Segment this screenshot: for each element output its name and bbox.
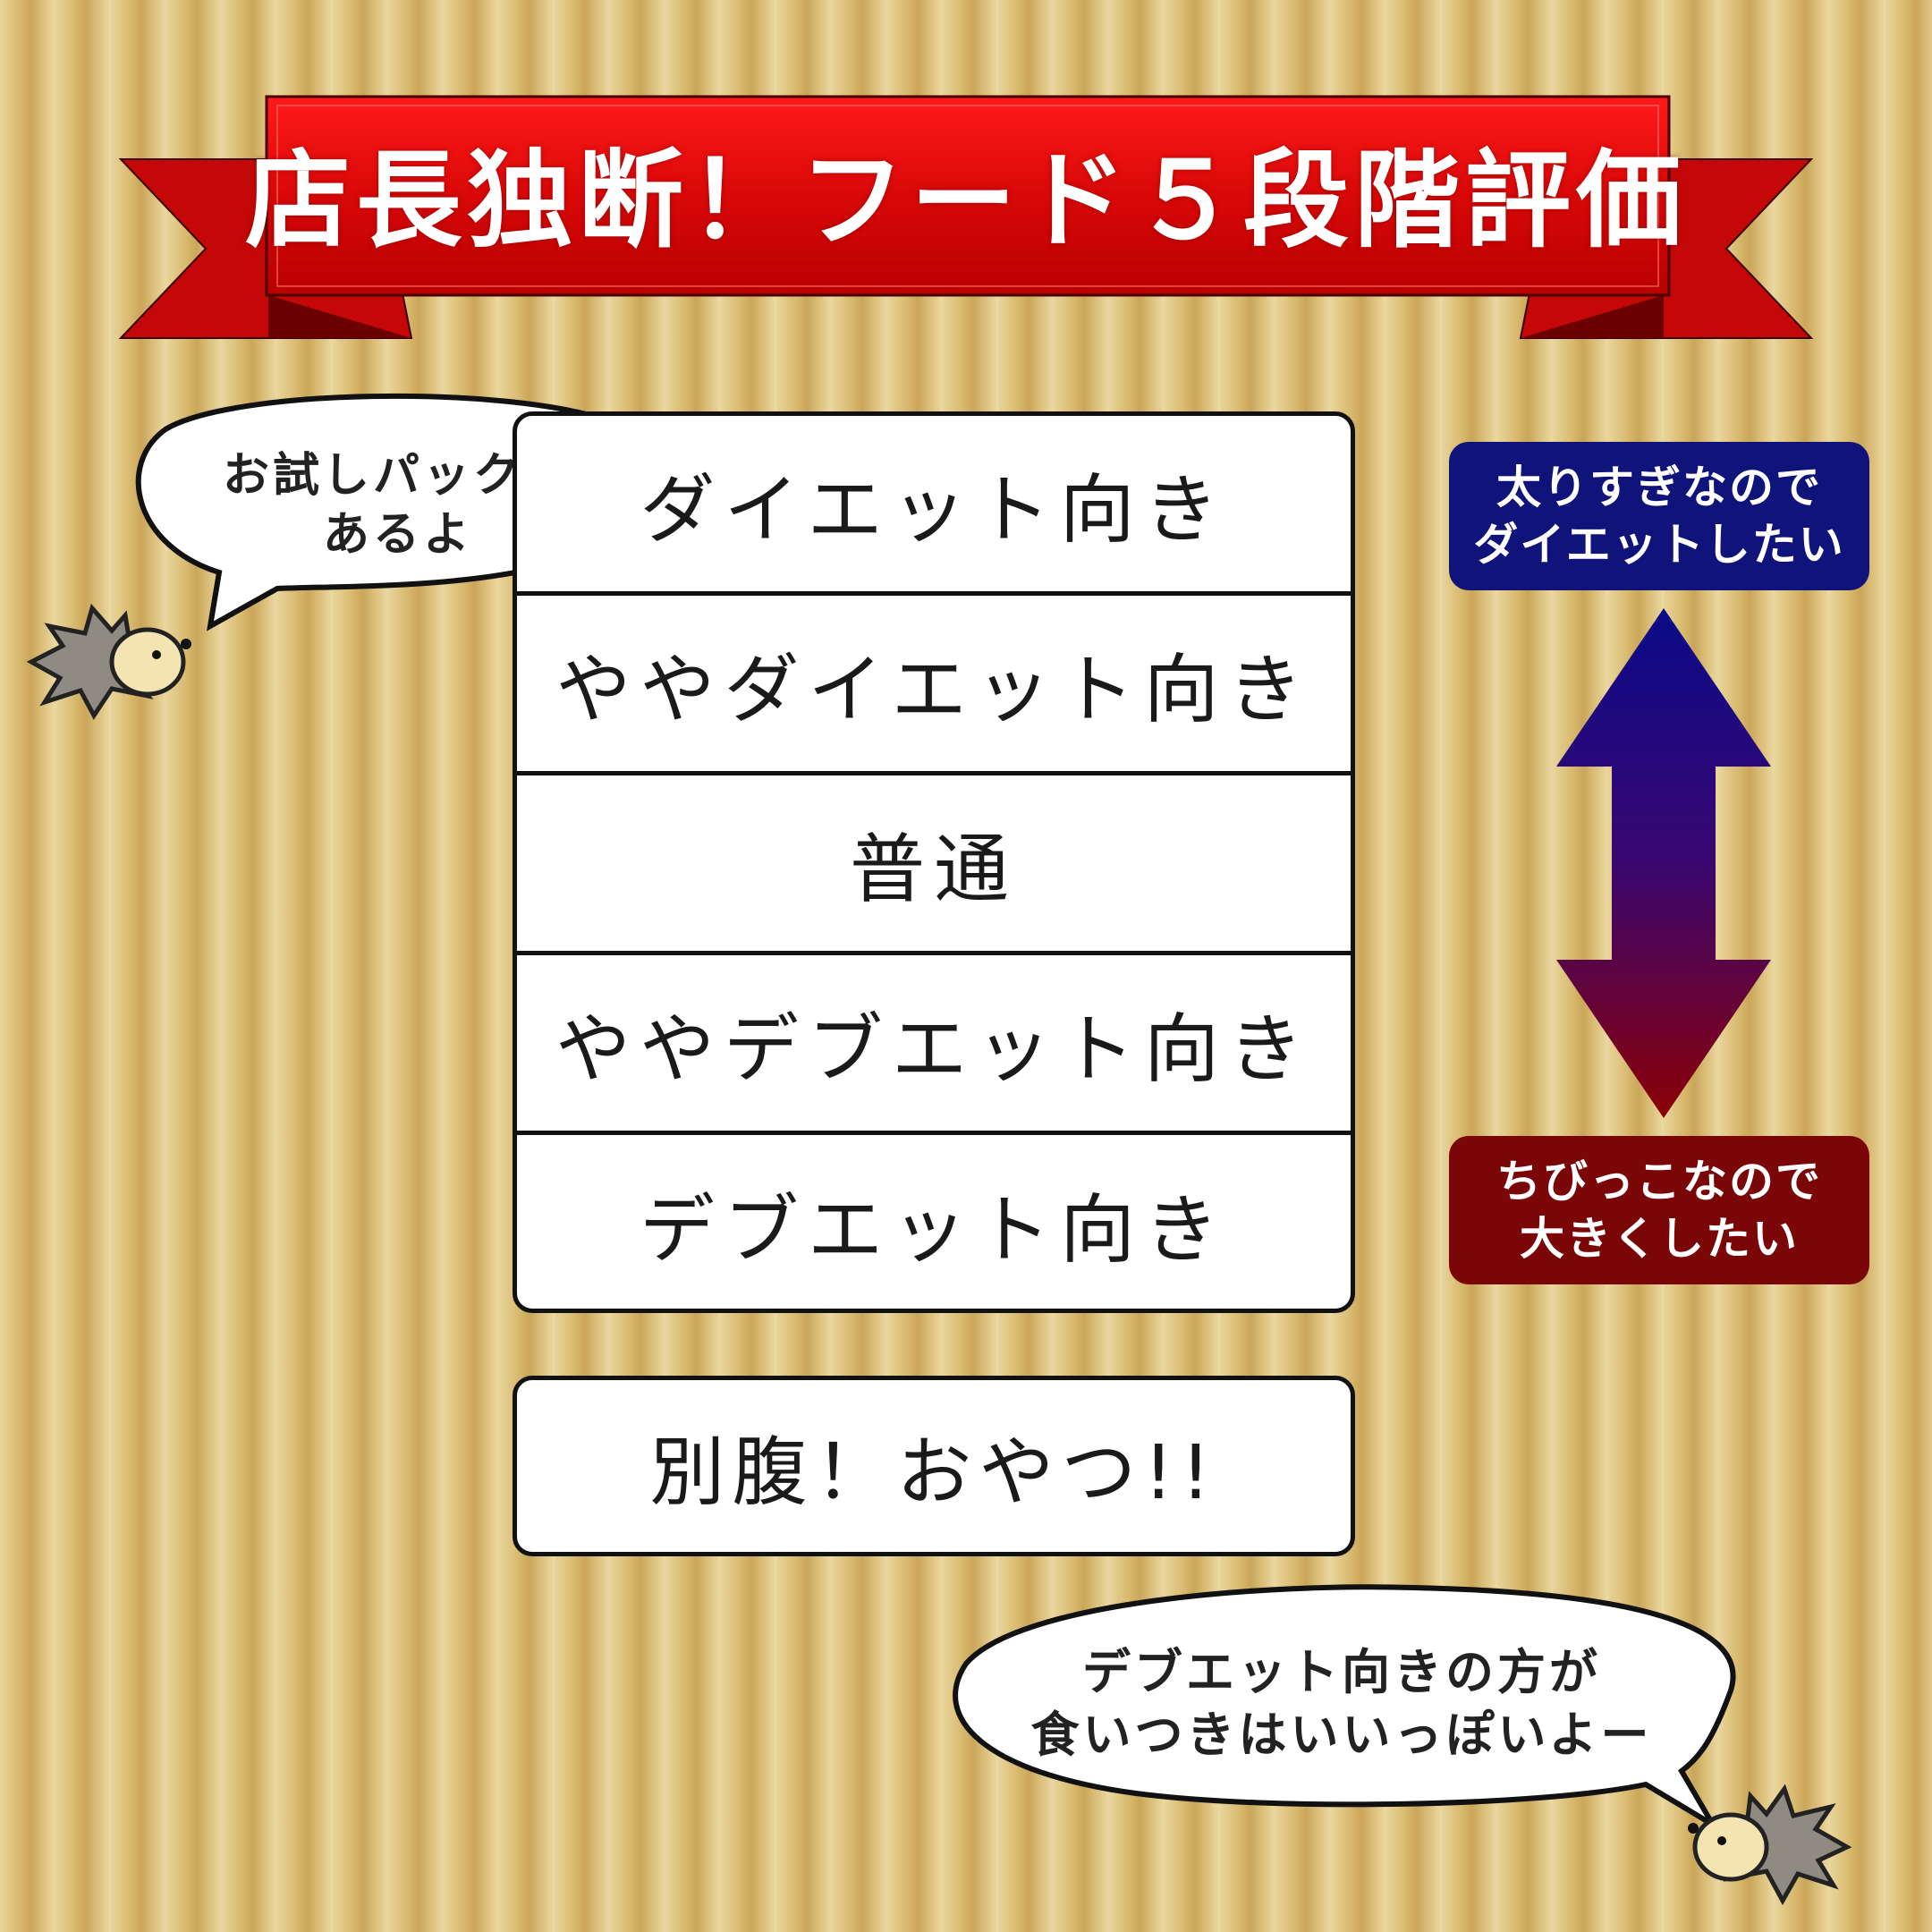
legend-top-line1: 太りすぎなので (1496, 462, 1822, 513)
bubble-top-line2: あるよ (322, 508, 473, 562)
hedgehog-icon (26, 603, 191, 720)
legend-bottom-line2: 大きくしたい (1520, 1213, 1799, 1265)
bubble-top-text: お試しパックも あるよ (179, 443, 617, 568)
legend-bottom-box: ちびっこなので 大きくしたい (1449, 1136, 1869, 1284)
scale-level-4: ややデブエット向き (517, 955, 1351, 1135)
scale-level-3: 普通 (517, 775, 1351, 955)
scale-level-1: ダイエット向き (517, 416, 1351, 596)
scale-level-5: デブエット向き (639, 1185, 1228, 1274)
title-ribbon (118, 95, 1814, 339)
page-title: 店長独断！フード５段階評価 (245, 138, 1688, 262)
ribbon-right-fold (1521, 295, 1664, 338)
legend-top-box: 太りすぎなので ダイエットしたい (1449, 442, 1869, 590)
speech-bubble-bottom (953, 1584, 1736, 1827)
bubble-bottom-line1: デブエット向きの方が (1082, 1644, 1601, 1700)
bubble-top-line1: お試しパックも (222, 449, 573, 503)
bubble-bottom-line2: 食いつきはいいっぽいよー (1030, 1707, 1653, 1763)
double-arrow-icon (1556, 608, 1771, 1118)
legend-bottom-line1: ちびっこなので (1496, 1156, 1822, 1208)
ribbon-band (265, 95, 1671, 297)
hedgehog-icon-2 (1688, 1784, 1852, 1906)
rating-scale-table: ダイエット向き ややダイエット向き 普通 ややデブエット向き デブエット向き (513, 411, 1355, 1313)
legend-top-line2: ダイエットしたい (1473, 519, 1845, 571)
bubble-bottom-text: デブエット向きの方が 食いつきはいいっぽいよー (948, 1637, 1735, 1771)
scale-bonus: 別腹！おやつ!! (513, 1376, 1355, 1556)
scale-level-2: ややダイエット向き (517, 596, 1351, 775)
ribbon-left-fold (268, 295, 411, 338)
